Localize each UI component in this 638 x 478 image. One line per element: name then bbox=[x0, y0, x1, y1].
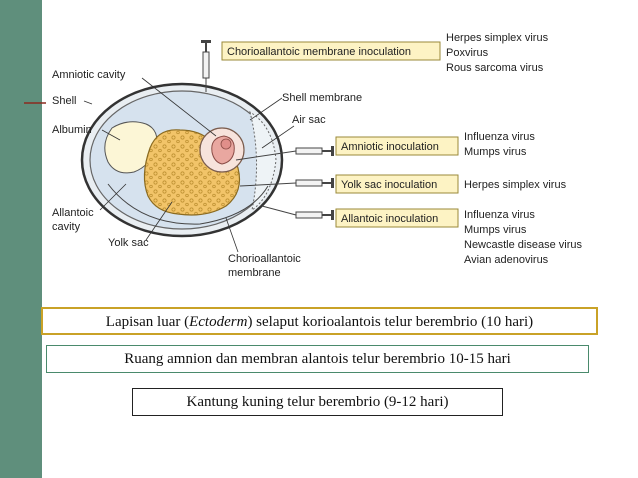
virus-allantoic-3: Newcastle disease virus bbox=[464, 239, 582, 251]
inoculation-label-amniotic: Amniotic inoculation bbox=[341, 141, 439, 153]
leader-lines bbox=[83, 77, 295, 253]
caption-amnion-allantois: Ruang amnion dan membran alantois telur … bbox=[46, 345, 589, 373]
chorioallantoic-membrane bbox=[107, 183, 269, 225]
label-shell: Shell bbox=[52, 95, 76, 107]
label-allantoic-cavity-line2: cavity bbox=[52, 221, 81, 233]
embryo-head bbox=[220, 138, 232, 150]
label-shell-membrane: Shell membrane bbox=[282, 92, 362, 104]
inoculation-label-chorioallantoic: Chorioallantoic membrane inoculation bbox=[227, 46, 411, 58]
virus-cam-3: Rous sarcoma virus bbox=[446, 62, 544, 74]
caption-chorioallantoic: Lapisan luar (Ectoderm) selaput korioala… bbox=[41, 307, 598, 335]
virus-allantoic-1: Influenza virus bbox=[464, 209, 535, 221]
virus-amniotic-1: Influenza virus bbox=[464, 131, 535, 143]
egg-inoculation-diagram: Amniotic cavity Shell Albumin Allantoic … bbox=[24, 32, 582, 279]
label-air-sac: Air sac bbox=[292, 114, 326, 126]
label-allantoic-cavity-line1: Allantoic bbox=[52, 207, 94, 219]
label-albumin: Albumin bbox=[52, 124, 92, 136]
sidebar-stripe bbox=[0, 0, 42, 478]
syringe-chorioallantoic bbox=[201, 40, 211, 92]
caption-1-post: ) selaput korioalantois telur berembrio … bbox=[247, 314, 534, 330]
virus-amniotic-2: Mumps virus bbox=[464, 146, 527, 158]
inoculation-box-yolk-sac: Yolk sac inoculation bbox=[335, 174, 459, 194]
inoculation-box-chorioallantoic: Chorioallantoic membrane inoculation bbox=[221, 41, 441, 61]
virus-allantoic-4: Avian adenovirus bbox=[464, 254, 549, 266]
syringe-yolk-sac bbox=[239, 178, 334, 188]
label-yolk-sac: Yolk sac bbox=[108, 237, 149, 249]
virus-cam-1: Herpes simplex virus bbox=[446, 32, 549, 44]
egg bbox=[80, 82, 284, 238]
caption-1-pre: Lapisan luar ( bbox=[105, 314, 190, 330]
caption-yolk-sac: Kantung kuning telur berembrio (9-12 har… bbox=[132, 388, 503, 416]
label-chorioallantoic-line2: membrane bbox=[228, 267, 281, 279]
virus-allantoic-2: Mumps virus bbox=[464, 224, 527, 236]
virus-yolk-1: Herpes simplex virus bbox=[464, 179, 567, 191]
inoculation-label-allantoic: Allantoic inoculation bbox=[341, 213, 438, 225]
caption-1-ectoderm: Ectoderm bbox=[189, 314, 248, 330]
inoculation-box-allantoic: Allantoic inoculation bbox=[335, 208, 459, 228]
label-amniotic-cavity: Amniotic cavity bbox=[52, 69, 126, 81]
label-chorioallantoic-line1: Chorioallantoic bbox=[228, 253, 301, 265]
syringe-allantoic bbox=[261, 205, 334, 220]
virus-cam-2: Poxvirus bbox=[446, 47, 489, 59]
inoculation-box-amniotic: Amniotic inoculation bbox=[335, 136, 459, 156]
syringe-amniotic bbox=[235, 146, 334, 161]
inoculation-label-yolk-sac: Yolk sac inoculation bbox=[341, 179, 437, 191]
